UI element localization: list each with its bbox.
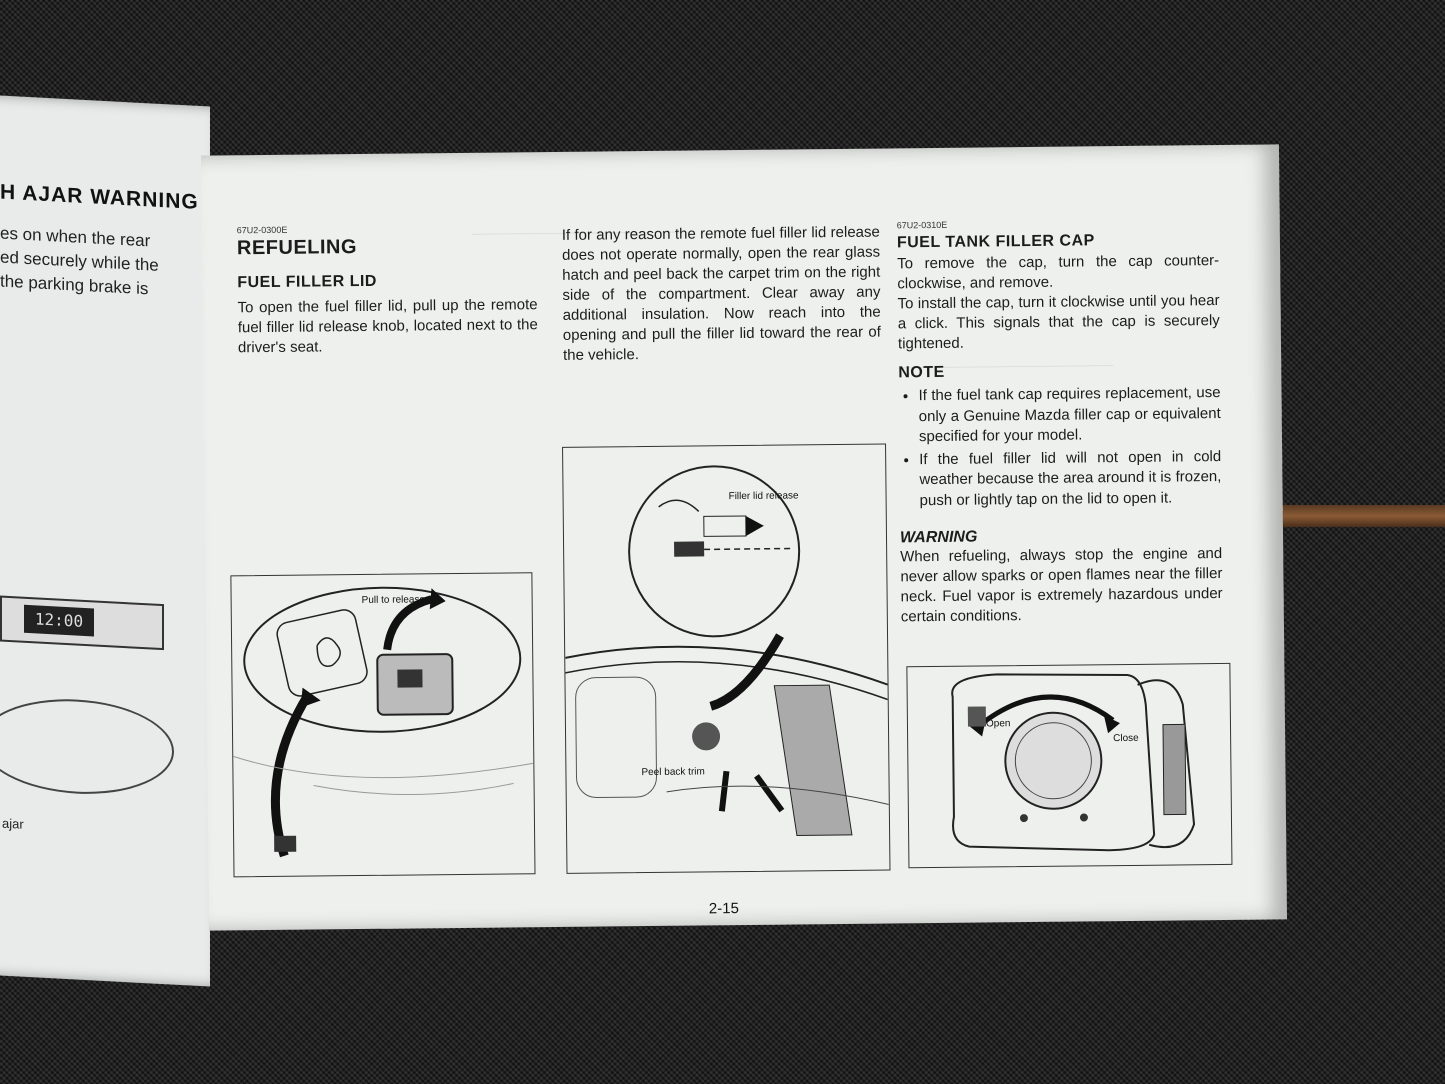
figure-label: Filler lid release — [728, 490, 799, 503]
section-title: FUEL TANK FILLER CAP — [896, 232, 1095, 252]
middle-column: If for any reason the remote fuel filler… — [562, 223, 881, 366]
clock-panel: 12:00 — [0, 595, 164, 651]
section-title: REFUELING — [236, 236, 358, 260]
fuel-filler-lid-drawing — [233, 586, 534, 858]
left-figure-label: ajar — [2, 815, 24, 832]
left-page: H AJAR WARNING es on when the rear ed se… — [0, 93, 210, 987]
cap-install-text: To install the cap, turn it clockwise un… — [897, 292, 1220, 353]
figure-label: Pull to release — [361, 594, 426, 607]
figure-label: Peel back trim — [641, 766, 705, 779]
clock-display: 12:00 — [24, 604, 94, 637]
figure-label-open: Open — [985, 718, 1011, 730]
left-page-line: the parking brake is — [0, 271, 149, 299]
filler-cap-figure: Open Close — [906, 662, 1233, 869]
left-figure-oval — [0, 694, 174, 799]
section-code: 67U2-0300E — [236, 224, 288, 236]
filler-cap-drawing — [951, 673, 1196, 852]
subsection-title: FUEL FILLER LID — [237, 272, 378, 292]
cap-remove-text: To remove the cap, turn the cap counter-… — [897, 252, 1220, 293]
note-list: If the fuel tank cap requires replacemen… — [898, 383, 1221, 511]
page-number: 2-15 — [708, 900, 740, 918]
fuel-filler-lid-figure: Pull to release — [230, 572, 536, 878]
left-page-line: ed securely while the — [0, 247, 159, 275]
manual-page: ——————————————— ——————————————— 67U2-030… — [200, 144, 1288, 931]
note-item: If the fuel tank cap requires replacemen… — [918, 383, 1221, 448]
filler-lid-release-drawing — [565, 465, 889, 836]
cap-column: 67U2-0310E FUEL TANK FILLER CAP To remov… — [897, 217, 1223, 627]
section-code: 67U2-0310E — [896, 219, 948, 231]
figure-label-close: Close — [1113, 732, 1139, 745]
wood-edge — [1282, 505, 1445, 527]
note-item: If the fuel filler lid will not open in … — [919, 446, 1222, 511]
warning-text: When refueling, always stop the engine a… — [900, 544, 1223, 626]
refueling-text: To open the fuel filler lid, pull up the… — [237, 296, 538, 357]
middle-text: If for any reason the remote fuel filler… — [561, 223, 881, 364]
note-title: NOTE — [898, 363, 945, 382]
left-page-title: H AJAR WARNING — [0, 180, 199, 214]
filler-lid-release-figure: Filler lid release Peel back trim — [562, 443, 891, 874]
left-page-line: es on when the rear — [0, 223, 151, 251]
refueling-column: 67U2-0300E REFUELING FUEL FILLER LID To … — [237, 222, 538, 358]
